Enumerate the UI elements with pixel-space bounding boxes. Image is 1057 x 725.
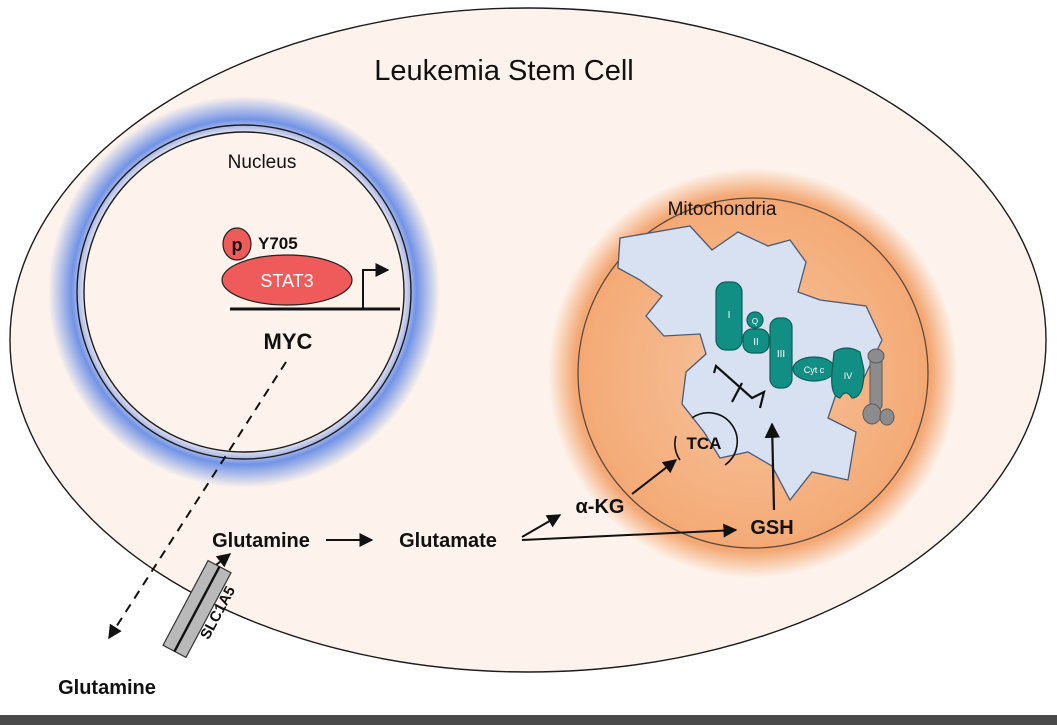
akg-label: α-KG <box>576 496 625 518</box>
stat3-label: STAT3 <box>260 271 313 291</box>
complex-iii <box>769 317 793 389</box>
mitochondria: Mitochondria I Q II III Cyt c IV TCA <box>548 168 958 578</box>
glutamate-to-gsh-arrow <box>521 523 738 541</box>
complex-iv <box>831 347 865 399</box>
window-bottom-bar <box>0 715 1057 725</box>
complex-iii-label: III <box>777 349 785 360</box>
atp-synthase-head-top <box>867 348 885 364</box>
mitochondria-membrane <box>577 197 929 549</box>
slc1a5-transporter <box>162 559 232 659</box>
nucleus: Nucleus p Y705 STAT3 MYC <box>48 96 440 488</box>
stat3-protein <box>221 254 353 306</box>
glutamine-outside-label: Glutamine <box>58 677 156 699</box>
nucleus-envelope-outer <box>76 124 412 460</box>
mitochondria-matrix <box>617 225 883 502</box>
glutamine-inside-label: Glutamine <box>212 530 310 552</box>
nucleus-label: Nucleus <box>228 152 297 173</box>
gsh-to-mito-arrow <box>764 422 781 511</box>
ubiquinone-label: Q <box>752 317 758 326</box>
mitochondria-label: Mitochondria <box>668 199 777 220</box>
myc-regulation-dashed-arrow <box>108 361 287 640</box>
myc-label: MYC <box>264 329 313 354</box>
complex-iv-label: IV <box>844 371 853 381</box>
phospho-badge <box>222 227 252 261</box>
glutamate-to-akg-arrow <box>521 514 562 538</box>
glutamate-label: Glutamate <box>399 530 497 552</box>
complex-i-label: I <box>728 310 731 321</box>
atp-synthase-head-bottom2 <box>879 408 895 426</box>
complex-ii <box>742 328 770 354</box>
ubiquinone <box>746 311 764 329</box>
complex-i <box>715 281 743 351</box>
tca-cycle-arc <box>691 411 738 466</box>
tca-cycle-arc-lower <box>674 435 681 461</box>
tca-label: TCA <box>687 434 722 453</box>
phospho-site-label: Y705 <box>258 234 298 253</box>
gsh-label: GSH <box>750 517 793 539</box>
cell-title: Leukemia Stem Cell <box>374 55 634 87</box>
inhibition-symbol <box>712 364 766 409</box>
akg-to-tca-arrow <box>631 459 678 495</box>
promoter-arrow <box>362 263 390 308</box>
phospho-label: p <box>232 235 243 255</box>
cytochrome-c-label: Cyt c <box>804 365 825 375</box>
atp-synthase-head-bottom <box>862 403 882 425</box>
complex-ii-label: II <box>753 337 759 348</box>
